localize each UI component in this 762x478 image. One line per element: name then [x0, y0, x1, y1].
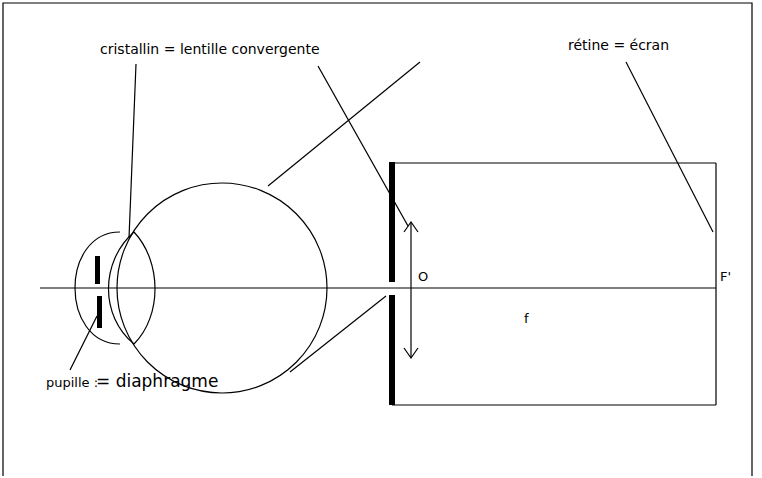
iris	[95, 256, 100, 284]
iris	[97, 296, 102, 328]
distance-label: f	[524, 312, 529, 326]
leader-line	[626, 62, 713, 232]
leader-line	[70, 316, 97, 370]
part-label: = diaphragme	[96, 372, 218, 391]
cornea	[75, 232, 120, 344]
leader-line	[129, 64, 136, 238]
part-label: pupille :	[46, 376, 98, 390]
lens-head	[404, 348, 418, 358]
box-line	[392, 162, 716, 163]
frame	[3, 3, 752, 476]
screen-line	[715, 163, 716, 405]
leader-line	[268, 62, 420, 186]
part-label: cristallin = lentille convergente	[100, 42, 320, 57]
point-label: F'	[720, 270, 731, 284]
leader-line	[290, 296, 386, 372]
box-line	[392, 404, 716, 405]
diaphragm	[389, 295, 395, 405]
eye-globe	[117, 183, 327, 393]
part-label: rétine = écran	[568, 38, 669, 53]
diaphragm	[389, 162, 395, 282]
lens-head	[404, 222, 418, 232]
optical-axis	[40, 287, 716, 288]
crystalline-lens	[109, 232, 156, 344]
point-label: O	[418, 270, 428, 284]
lens-symbol	[410, 222, 411, 358]
